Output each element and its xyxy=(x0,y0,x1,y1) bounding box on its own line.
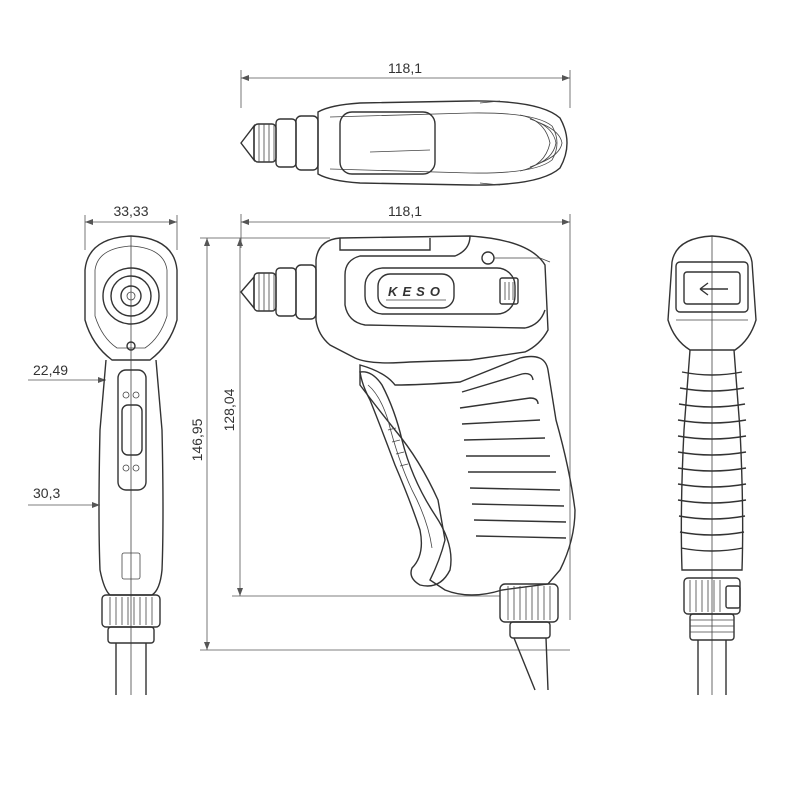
grip-width-upper-label: 22,49 xyxy=(33,362,68,378)
slide-switch[interactable] xyxy=(499,277,519,305)
front-hose xyxy=(115,643,147,695)
front-width-dimension: 33,33 xyxy=(84,203,178,250)
trigger-ridges xyxy=(387,427,409,467)
front-nozzle-inner xyxy=(120,285,142,307)
left-arrow-icon xyxy=(699,282,728,296)
front-switch-slot xyxy=(117,369,147,491)
rear-switch-window xyxy=(683,271,741,305)
height-dimensions: 146,95 128,04 xyxy=(189,237,570,651)
side-nozzle-tip xyxy=(240,275,255,310)
front-nozzle-outer xyxy=(102,267,160,325)
brand-logo: KESO xyxy=(388,284,440,299)
front-view: 33,33 22,49 30,3 xyxy=(28,203,178,695)
side-view-dimension: 118,1 xyxy=(240,203,571,620)
side-label-panel xyxy=(364,267,516,315)
rear-hose xyxy=(697,640,727,695)
top-view: 118,1 xyxy=(240,60,571,186)
trigger[interactable] xyxy=(359,371,452,587)
height-overall-label: 146,95 xyxy=(189,418,205,461)
grip-width-lower-dimension: 30,3 xyxy=(28,485,100,508)
side-view: 118,1 146,95 128,04 KE xyxy=(189,203,576,691)
grip-width-lower-label: 30,3 xyxy=(33,485,60,501)
grip-width-upper-dimension: 22,49 xyxy=(28,362,106,383)
top-view-panel xyxy=(339,111,436,175)
top-view-length-label: 118,1 xyxy=(388,60,422,76)
front-hanger-point xyxy=(126,341,136,351)
nozzle-collar xyxy=(253,123,277,163)
grip-ribs xyxy=(459,372,567,539)
rear-grip-ribs xyxy=(677,371,747,552)
top-view-body xyxy=(317,100,568,186)
height-body-label: 128,04 xyxy=(221,388,237,431)
front-width-label: 33,33 xyxy=(113,203,148,219)
side-view-length-label: 118,1 xyxy=(388,203,422,219)
front-switch[interactable] xyxy=(121,404,143,456)
pistol-grip xyxy=(359,355,576,596)
nozzle-tip xyxy=(240,123,255,163)
air-hose xyxy=(513,637,549,691)
hanger-ring xyxy=(481,251,495,265)
top-view-dimension: 118,1 xyxy=(240,60,571,108)
rear-view xyxy=(667,235,757,695)
